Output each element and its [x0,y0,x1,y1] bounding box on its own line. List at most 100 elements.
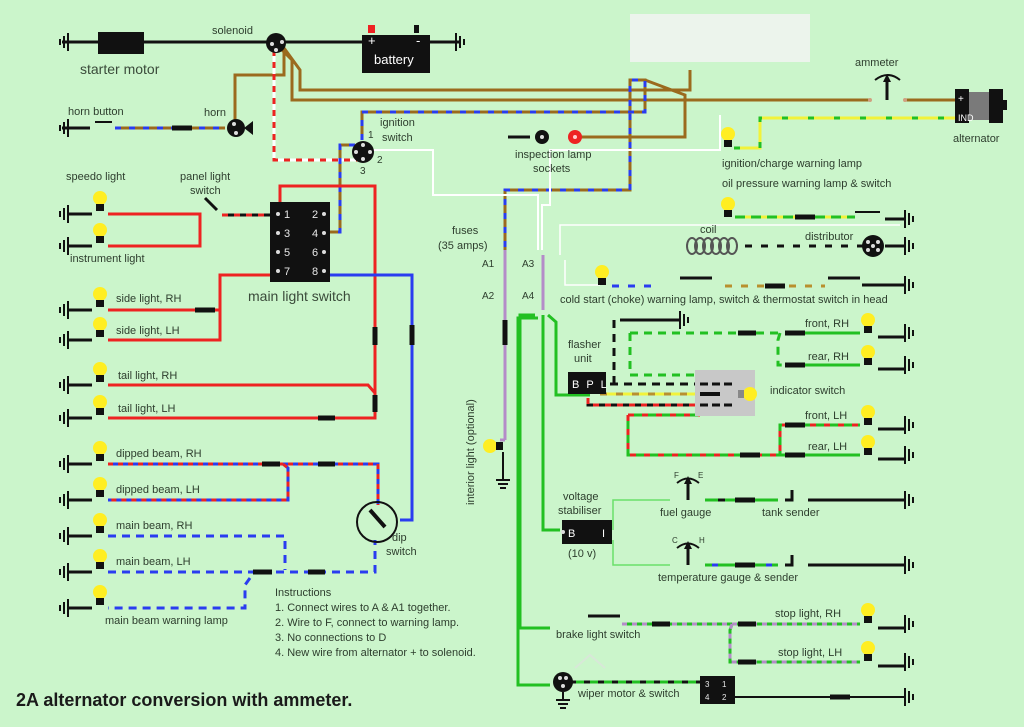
label-ammeter: ammeter [855,57,899,69]
ground-icon [59,563,69,581]
ground-icon [904,556,914,574]
label-main-light-switch: main light switch [248,288,351,304]
label-stop-light-lh: stop light, LH [778,647,842,659]
temp-sender-symbol [785,555,794,567]
ground-icon [904,324,914,342]
distributor-symbol [862,235,884,257]
label-front-rh: front, RH [805,318,849,330]
label-horn-button: horn button [68,106,124,118]
main-light-switch-pin: 7 [284,266,290,278]
ground-icon [59,33,69,51]
main-light-switch-pin: 6 [312,247,318,259]
ground-icon [904,276,914,294]
lamp-bulb-icon [93,362,107,382]
label-cold-start: cold start (choke) warning lamp, switch … [560,294,888,306]
temp-scale-h: H [699,536,705,545]
ground-icon [904,688,914,706]
rear-lh-indicator-icon [861,435,875,455]
label-oil-pressure-lamp: oil pressure warning lamp & switch [722,178,891,190]
label-solenoid: solenoid [212,25,253,37]
lamp-bulb-icon [93,287,107,307]
wiper-switch-symbol [700,676,735,704]
horn-icon [227,119,253,137]
label-main-beam-lh: main beam, LH [116,556,191,568]
ground-symbols [59,33,914,706]
bulbs [93,127,875,661]
ground-icon [59,301,69,319]
ground-icon [904,446,914,464]
lamp-bulb-icon [93,395,107,415]
lamp-bulb-icon [93,223,107,243]
rear-rh-indicator-icon [861,345,875,365]
fuel-scale-f: F [674,471,679,480]
main-light-switch-pin: 1 [284,209,290,221]
label-ignition-charge-lamp: ignition/charge warning lamp [722,158,862,170]
battery-minus: - [416,33,420,48]
voltage-stabiliser-symbol [562,520,612,544]
instruction-item: 3. No connections to D [275,632,386,644]
temp-scale-c: C [672,536,678,545]
label-stop-light-rh: stop light, RH [775,608,841,620]
fuse-a4: A4 [522,291,535,302]
label-flasher: flasher [568,339,601,351]
main-light-switch-pin: 5 [284,247,290,259]
label-panel-light-switch-2: switch [190,185,221,197]
label-indicator-switch: indicator switch [770,385,845,397]
wiper-pin-2: 2 [722,693,727,702]
label-inspection-sockets: sockets [533,163,571,175]
ignition-switch-symbol [352,141,374,163]
label-wiper: wiper motor & switch [577,688,679,700]
ground-icon [904,210,914,228]
lamp-bulb-icon [93,441,107,461]
lamp-bulb-icon [93,549,107,569]
label-side-light-lh: side light, LH [116,325,180,337]
instruction-item: 2. Wire to F, connect to warning lamp. [275,617,459,629]
indicator-warning-bulb-icon [738,387,757,401]
label-tank-sender: tank sender [762,507,820,519]
lamp-bulb-icon [93,585,107,605]
label-battery: battery [374,52,414,67]
label-horn: horn [204,107,226,119]
starter-motor-symbol [98,32,144,54]
solenoid-symbol [266,33,286,53]
stabiliser-pin-i: I [602,528,605,540]
battery-symbol [362,35,430,73]
lamp-bulb-icon [93,317,107,337]
ignition-pin-1: 1 [368,130,374,141]
label-dipped-beam-lh: dipped beam, LH [116,484,200,496]
obscured-label-box [630,14,810,62]
stabiliser-pin-b: B [568,528,575,540]
diagram-title: 2A alternator conversion with ammeter. [16,690,352,710]
ground-icon [904,356,914,374]
wiper-pin-4: 4 [705,693,710,702]
main-light-switch-pin: 3 [284,228,290,240]
label-flasher-unit: unit [574,353,592,365]
label-dip-switch: switch [386,546,417,558]
coil-symbol [686,237,738,255]
wire-brown-horn [233,50,286,125]
fuel-scale-e: E [698,471,703,480]
main-light-switch-symbol [270,202,330,282]
ground-icon [59,527,69,545]
alternator-symbol [955,89,1007,123]
ammeter-symbol [868,74,907,102]
ground-icon [59,599,69,617]
tank-sender-symbol [785,490,794,502]
ground-icon [59,455,69,473]
label-voltage: voltage [563,491,598,503]
fuse-a2: A2 [482,291,495,302]
label-stabiliser: stabiliser [558,505,602,517]
wiper-pin-1: 1 [722,680,727,689]
instructions-heading: Instructions [275,587,332,599]
label-dipped-beam-rh: dipped beam, RH [116,448,202,460]
label-tail-light-lh: tail light, LH [118,403,176,415]
oil-pressure-lamp-icon [721,197,735,217]
wiper-motor-symbol [553,672,573,709]
interior-light-bulb-icon [483,439,503,453]
temperature-gauge-symbol [676,541,700,565]
main-light-switch-pin: 4 [312,228,318,240]
label-tail-light-rh: tail light, RH [118,370,177,382]
ground-icon [59,237,69,255]
ground-icon [59,119,69,137]
ground-icon [59,491,69,509]
